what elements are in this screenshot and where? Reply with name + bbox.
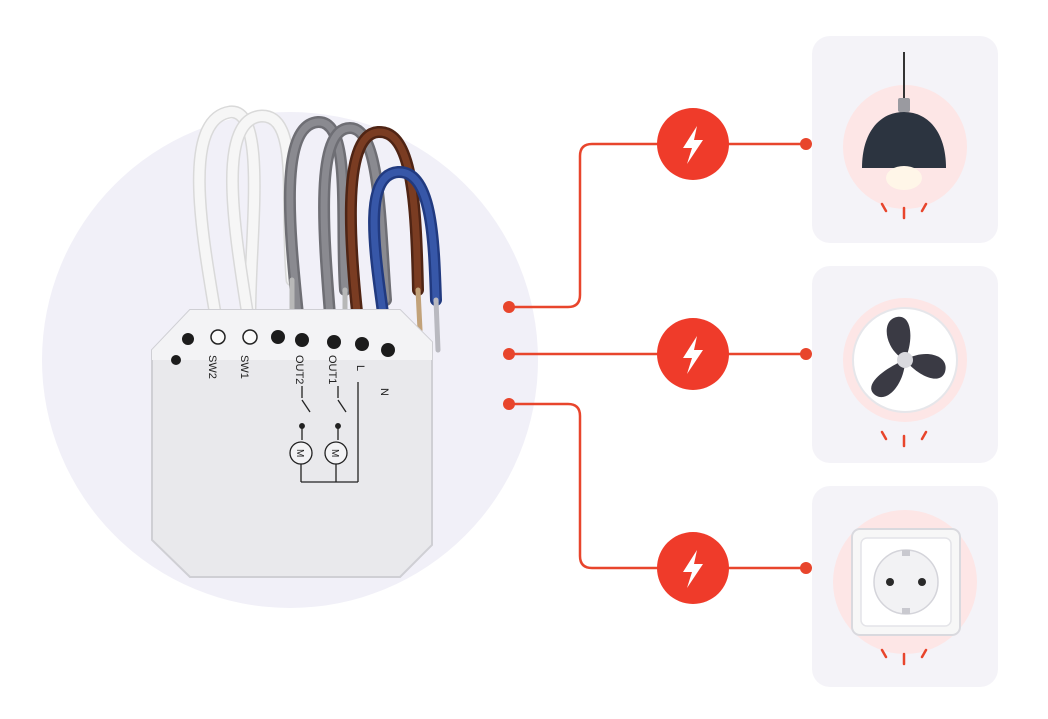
connection-endpoints <box>503 138 812 574</box>
lightning-bolt-icon <box>683 336 703 374</box>
power-bolt-badge-1 <box>657 108 729 180</box>
power-bolt-badge-3 <box>657 532 729 604</box>
terminal-label-n: N <box>378 388 390 396</box>
circuit-schematic <box>289 382 359 483</box>
terminal-label-l: L <box>354 365 366 371</box>
power-bolt-badge-2 <box>657 318 729 390</box>
terminal-label-out1: OUT1 <box>326 355 338 384</box>
motor-symbol-2: M <box>329 449 340 457</box>
lightning-bolt-icon <box>683 126 703 164</box>
terminal-label-out2: OUT2 <box>293 355 305 384</box>
pendant-lamp-icon <box>843 52 967 220</box>
terminal-label-sw2: SW2 <box>206 355 218 379</box>
motor-symbol-1: M <box>294 449 305 457</box>
module-wires <box>192 105 442 356</box>
lightning-bolt-icon <box>683 550 703 588</box>
fan-icon <box>843 298 967 448</box>
terminal-holes <box>171 329 395 365</box>
socket-icon <box>833 510 977 666</box>
terminal-label-sw1: SW1 <box>238 355 250 379</box>
